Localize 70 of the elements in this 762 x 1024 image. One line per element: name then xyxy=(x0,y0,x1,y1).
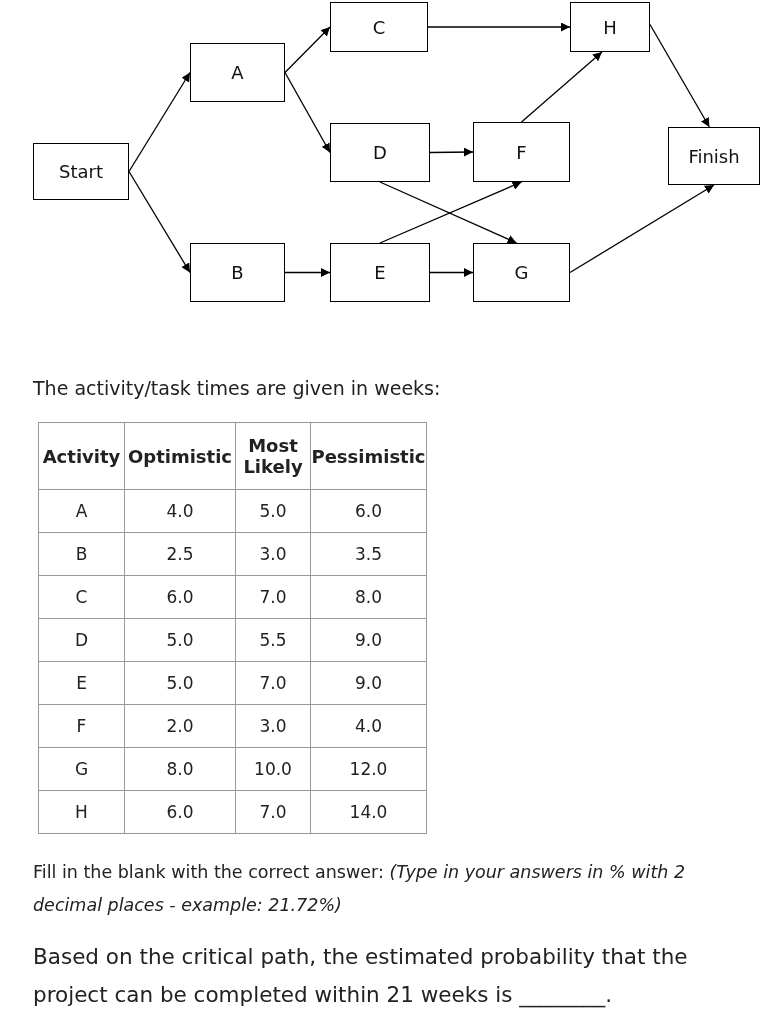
table-cell: 4.0 xyxy=(310,704,427,748)
arrow xyxy=(569,184,715,274)
question-text: The activity/task times are given in weeks: xyxy=(33,376,442,401)
node-label: D xyxy=(373,142,387,163)
activity-box xyxy=(33,143,129,200)
table-cell: 12.0 xyxy=(310,747,427,791)
arrow xyxy=(429,268,474,277)
table-cell: E xyxy=(38,661,125,705)
table-cell: H xyxy=(38,790,125,834)
table-cell: 3.5 xyxy=(310,532,427,576)
table-cell: 5.0 xyxy=(235,489,311,533)
node-label: A xyxy=(231,62,244,83)
table-cell: 10.0 xyxy=(235,747,311,791)
arrow xyxy=(427,22,571,32)
table-cell: 8.0 xyxy=(124,747,236,791)
activity-box xyxy=(330,2,428,52)
node-label: B xyxy=(231,262,244,283)
arrow xyxy=(284,26,331,74)
arrow xyxy=(128,170,191,274)
table-cell: A xyxy=(38,489,125,533)
table-cell: 2.5 xyxy=(124,532,236,576)
table-cell: 5.0 xyxy=(124,618,236,662)
table-cell: 4.0 xyxy=(124,489,236,533)
activity-box xyxy=(330,243,430,302)
table-cell: 3.0 xyxy=(235,532,311,576)
column-header: Activity xyxy=(38,422,125,490)
column-header: Most Likely xyxy=(235,422,311,490)
question-text: Based on the critical path, the estimated probability that the project can be completed within 21 weeks is ________. xyxy=(33,943,689,1010)
table-cell: 8.0 xyxy=(310,575,427,619)
node-label: G xyxy=(514,262,529,283)
table-cell: B xyxy=(38,532,125,576)
node-label: F xyxy=(516,141,527,163)
table-cell: 9.0 xyxy=(310,661,427,705)
table-cell: 5.0 xyxy=(124,661,236,705)
table-cell: C xyxy=(38,575,125,619)
table-cell: 5.5 xyxy=(235,618,311,662)
table-cell: 6.0 xyxy=(310,489,427,533)
table-cell: D xyxy=(38,618,125,662)
table-cell: G xyxy=(38,747,125,791)
table-cell: 7.0 xyxy=(235,575,311,619)
node-label: H xyxy=(603,16,617,38)
node-label: Start xyxy=(59,161,103,182)
column-header: Optimistic xyxy=(124,422,236,490)
activity-box xyxy=(330,123,430,182)
arrow xyxy=(128,71,191,173)
activity-box xyxy=(570,2,650,52)
table-cell: 3.0 xyxy=(235,704,311,748)
table-cell: 6.0 xyxy=(124,790,236,834)
table-cell: 9.0 xyxy=(310,618,427,662)
table-cell: 2.0 xyxy=(124,704,236,748)
arrow xyxy=(284,71,331,154)
activity-box xyxy=(190,43,285,102)
activity-box xyxy=(473,243,570,302)
arrow xyxy=(649,23,711,128)
node-label: Finish xyxy=(688,145,740,167)
arrow xyxy=(429,147,474,157)
table-cell: 7.0 xyxy=(235,790,311,834)
table-cell: 7.0 xyxy=(235,661,311,705)
activity-box xyxy=(473,122,570,182)
node-label: C xyxy=(372,16,386,38)
activity-box xyxy=(190,243,285,302)
table-cell: F xyxy=(38,704,125,748)
arrow xyxy=(520,51,603,123)
question-text: Fill in the blank with the correct answer: (Type in your answers in % with 2 decimal places - example: 21.72%) xyxy=(33,861,687,917)
column-header: Pessimistic xyxy=(310,422,427,490)
table-cell: 6.0 xyxy=(124,575,236,619)
table-cell: 14.0 xyxy=(310,790,427,834)
node-label: E xyxy=(374,262,386,283)
arrow xyxy=(284,268,331,277)
activity-box xyxy=(668,127,760,185)
